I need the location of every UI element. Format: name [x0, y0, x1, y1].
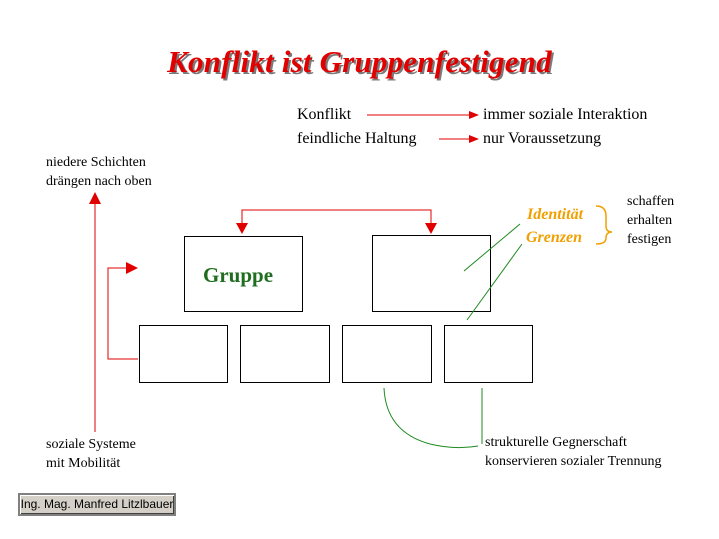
pressure-arrowhead — [126, 262, 138, 274]
arrowhead-left — [236, 223, 248, 234]
subgroup-box-1 — [139, 325, 228, 383]
effect-schaffen: schaffen — [627, 194, 675, 209]
group-box — [184, 236, 303, 312]
relation-right-1: immer soziale Interaktion — [483, 106, 648, 123]
subgroup-box-2 — [240, 325, 330, 383]
bottom-note-line1: strukturelle Gegnerschaft — [485, 435, 627, 450]
other-group-box — [372, 235, 491, 312]
green-line-borders — [466, 243, 523, 321]
author-badge: Ing. Mag. Manfred Litzlbauer — [18, 493, 176, 516]
slide-title: Konflikt ist Gruppenfestigend — [167, 44, 552, 79]
green-curve-bottom — [383, 387, 479, 449]
relation-left-2: feindliche Haltung — [297, 130, 417, 147]
pressure-arrow — [107, 267, 138, 360]
group-link-arrow — [241, 209, 432, 227]
effect-erhalten: erhalten — [627, 213, 673, 228]
left-bottom-line1: soziale Systeme — [46, 437, 136, 452]
group-label: Gruppe — [203, 263, 274, 287]
green-line-identity — [463, 223, 521, 272]
arrowhead-right — [425, 223, 437, 234]
mobility-arrowhead — [89, 192, 101, 204]
relation-left-1: Konflikt — [297, 106, 352, 123]
left-top-line2: drängen nach oben — [46, 174, 152, 189]
effect-festigen: festigen — [627, 232, 672, 247]
term-grenzen: Grenzen — [526, 229, 583, 246]
bottom-note-line2: konservieren sozialer Trennung — [485, 454, 662, 469]
relation-right-2: nur Voraussetzung — [483, 130, 602, 147]
left-bottom-line2: mit Mobilität — [46, 456, 121, 471]
term-identitaet: Identität — [527, 206, 584, 223]
orange-brace — [595, 205, 613, 245]
subgroup-box-3 — [342, 325, 432, 383]
left-top-line1: niedere Schichten — [46, 155, 146, 170]
subgroup-box-4 — [444, 325, 533, 383]
